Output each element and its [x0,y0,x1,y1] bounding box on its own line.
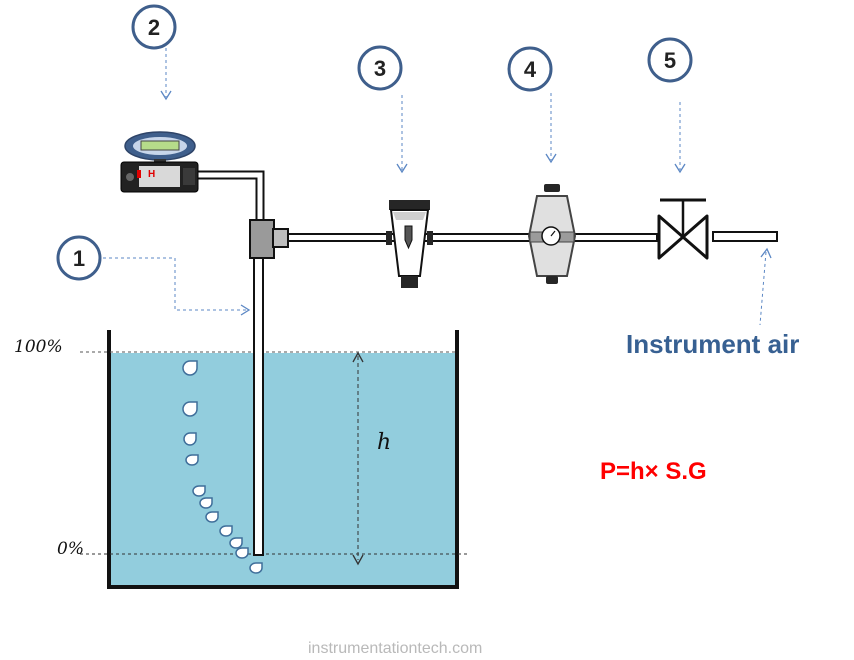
air-bubbles [182,360,263,574]
dip-tube [253,257,264,556]
callout-1 [56,235,102,281]
callout-4 [507,46,553,92]
callout-arrows [103,48,767,326]
tee-fitting [249,219,275,259]
pressure-formula: P=h× S.G [600,458,707,485]
air-inlet-pipe [712,231,778,242]
isolation-valve [657,198,709,260]
tee-port [272,228,289,248]
level-transmitter: H [120,131,199,193]
callout-circles [56,4,693,281]
air-header-pipe [286,233,658,242]
site-credit: instrumentationtech.com [308,640,482,657]
callout-5 [647,37,693,83]
instrument-air-label: Instrument air [626,329,799,359]
callout-4-number: 4 [524,57,537,82]
callout-2-number: 2 [148,15,160,40]
transmitter-line-inner [196,172,263,222]
height-symbol: h [377,430,391,455]
height-arrow-top [352,351,364,363]
height-arrow-bottom [352,554,364,566]
tank-water [111,353,455,585]
callout-arrowheads [160,90,772,316]
transmitter-line [196,170,265,222]
level-label-0: 0% [57,539,84,559]
callout-1-number: 1 [73,246,85,271]
air-filter-regulator [527,184,577,284]
callout-2 [131,4,177,50]
transmitter-tag: H [148,169,155,180]
tank-walls [107,330,459,589]
callout-3 [357,45,403,91]
callout-3-number: 3 [374,56,386,81]
level-label-100: 100% [14,337,63,357]
rotameter [386,200,433,288]
callout-5-number: 5 [664,48,676,73]
